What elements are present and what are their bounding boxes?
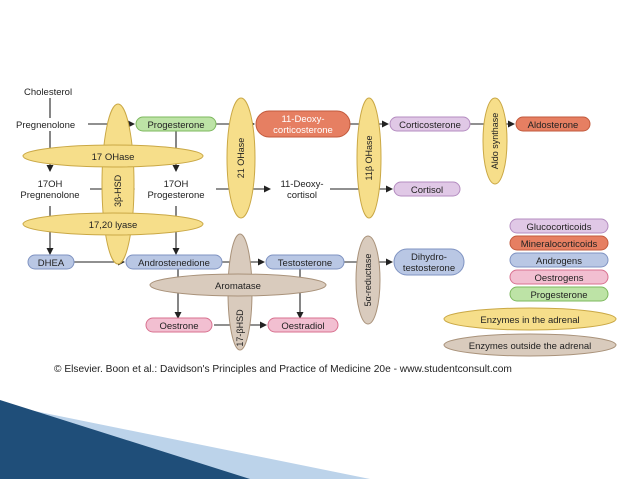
corticosterone-label: Corticosterone	[399, 120, 461, 131]
compound-labels: Cholesterol Pregnenolone Progesterone 11…	[16, 87, 578, 332]
deoxycortisol-label-line2: cortisol	[287, 190, 317, 201]
oh17-label: 17 OHase	[92, 152, 135, 163]
aldo-synthase-ellipse	[482, 97, 508, 185]
dhea-label: DHEA	[38, 258, 65, 269]
oh-progesterone-label-line2: Progesterone	[147, 190, 204, 201]
slide-swoosh-dark	[0, 400, 250, 479]
oh11b-ellipse	[356, 97, 382, 219]
oh11b-label: 11β OHase	[364, 135, 374, 180]
hsd3b-label: 3β-HSD	[113, 174, 123, 207]
oh-pregnenolone-label-line1: 17OH	[38, 179, 63, 190]
oestradiol-label: Oestradiol	[281, 321, 324, 332]
deoxycorticosterone-label-line1: 11-Deoxy-	[281, 114, 324, 125]
reductase-ellipse	[355, 235, 381, 325]
legend-adrenal-swatch	[443, 307, 617, 331]
reductase-label: 5α-reductase	[363, 254, 373, 307]
oh21-ellipse	[226, 97, 256, 219]
slide-decoration	[0, 400, 370, 479]
aldosterone-label: Aldosterone	[528, 120, 579, 131]
enzyme-labels: 17 OHase 17,20 lyase 3β-HSD 21 OHase 11β…	[89, 113, 500, 347]
lyase-label: 17,20 lyase	[89, 220, 138, 231]
oh21-label: 21 OHase	[236, 138, 246, 179]
oestrone-box	[145, 317, 213, 333]
legend-progesterone-label: Progesterone	[530, 290, 587, 301]
corticosterone-box	[389, 116, 471, 132]
aldo-synthase-label: Aldo synthase	[490, 113, 500, 170]
testosterone-label: Testosterone	[278, 258, 332, 269]
legend-androgens-label: Androgens	[536, 256, 582, 267]
compound-boxes	[27, 110, 591, 333]
dhea-box	[27, 254, 75, 270]
legend-oestrogens-label: Oestrogens	[534, 273, 583, 284]
dihydrotestosterone-label-line1: Dihydro-	[411, 252, 447, 263]
legend: Glucocorticoids Mineralocorticoids Andro…	[443, 218, 617, 357]
oh17-ellipse	[22, 144, 204, 168]
cholesterol-label: Cholesterol	[24, 87, 72, 98]
legend-glucocorticoids-label: Glucocorticoids	[527, 222, 592, 233]
aromatase-label: Aromatase	[215, 281, 261, 292]
legend-progesterone-swatch	[509, 286, 609, 302]
dihydrotestosterone-box	[393, 248, 465, 276]
aromatase-ellipse	[149, 273, 327, 297]
legend-oestrogens-swatch	[509, 269, 609, 285]
progesterone-label: Progesterone	[147, 120, 204, 131]
oestradiol-box	[267, 317, 339, 333]
oh-pregnenolone-label-line2: Pregnenolone	[20, 190, 79, 201]
oh-progesterone-label-line1: 17OH	[164, 179, 189, 190]
legend-adrenal-label: Enzymes in the adrenal	[480, 315, 579, 326]
legend-outside-label: Enzymes outside the adrenal	[469, 341, 592, 352]
testosterone-box	[265, 254, 345, 270]
hsd17b-label: 17-βHSD	[235, 309, 245, 347]
legend-androgens-swatch	[509, 252, 609, 268]
source-credit: © Elsevier. Boon et al.: Davidson's Prin…	[54, 364, 512, 375]
lyase-ellipse	[22, 212, 204, 236]
deoxycortisol-label-line1: 11-Deoxy-	[280, 179, 323, 190]
legend-outside-swatch	[443, 333, 617, 357]
aldosterone-box	[515, 116, 591, 132]
deoxycorticosterone-label-line2: corticosterone	[273, 125, 333, 136]
progesterone-box	[135, 116, 217, 132]
oestrone-label: Oestrone	[159, 321, 198, 332]
deoxycorticosterone-box	[255, 110, 351, 138]
cortisol-label: Cortisol	[411, 185, 443, 196]
legend-mineralocorticoids-swatch	[509, 235, 609, 251]
enzyme-ellipses	[22, 97, 508, 351]
androstenedione-label: Androstenedione	[138, 258, 210, 269]
cortisol-box	[393, 181, 461, 197]
legend-mineralocorticoids-label: Mineralocorticoids	[521, 239, 598, 250]
androstenedione-box	[125, 254, 223, 270]
legend-glucocorticoids-swatch	[509, 218, 609, 234]
dihydrotestosterone-label-line2: testosterone	[403, 263, 455, 274]
pregnenolone-label: Pregnenolone	[16, 120, 75, 131]
